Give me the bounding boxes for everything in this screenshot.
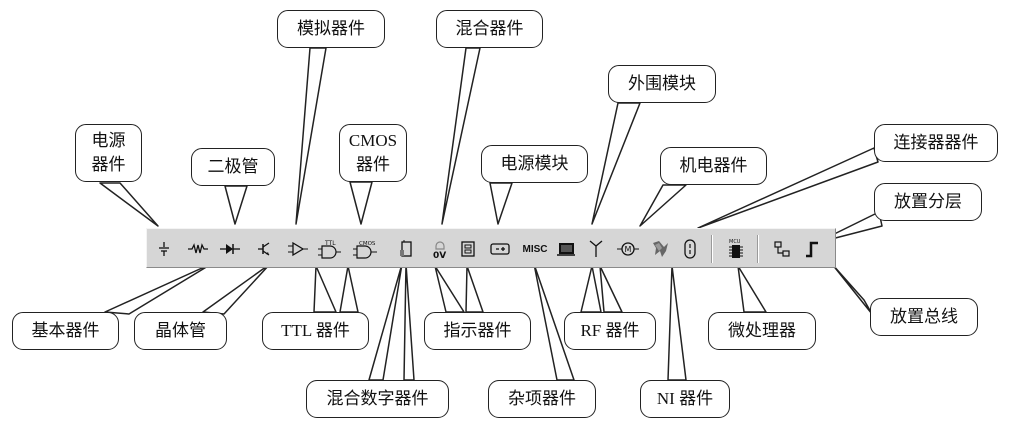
label-bus: 放置总线 bbox=[870, 298, 978, 336]
ni-button[interactable] bbox=[647, 235, 673, 263]
pointer-rf-2 bbox=[599, 265, 623, 313]
indicator-button[interactable] bbox=[455, 235, 481, 263]
label-power-module: 电源模块 bbox=[481, 145, 588, 183]
cmos-button[interactable]: CMOS bbox=[353, 235, 379, 263]
ni-logo-icon bbox=[653, 241, 668, 257]
label-cmos-line2: 器件 bbox=[356, 155, 390, 175]
bus-icon bbox=[806, 241, 818, 258]
peripheral-button[interactable] bbox=[553, 235, 579, 263]
label-microprocessor: 微处理器 bbox=[708, 312, 816, 350]
svg-text:CMOS: CMOS bbox=[359, 241, 376, 247]
mixed-icon: 0V bbox=[433, 241, 446, 259]
label-cmos-line1: CMOS bbox=[348, 131, 398, 150]
place-hierarchy-button[interactable] bbox=[769, 235, 795, 263]
label-rf: RF 器件 bbox=[564, 312, 656, 350]
mixed-button[interactable]: 0V bbox=[427, 235, 453, 263]
misc-button[interactable]: MISC bbox=[519, 235, 551, 263]
power-module-button[interactable] bbox=[487, 235, 513, 263]
label-diode: 二极管 bbox=[191, 148, 275, 186]
pointer-rf bbox=[580, 265, 602, 313]
mixed-digital-icon bbox=[400, 240, 412, 257]
pointer-power-module bbox=[489, 182, 513, 225]
source-icon bbox=[159, 242, 169, 256]
monitor-icon bbox=[557, 243, 575, 256]
label-indicator: 指示器件 bbox=[424, 312, 531, 350]
pointer-indicator bbox=[434, 265, 465, 313]
motor-icon: M bbox=[617, 242, 639, 256]
basic-components-button[interactable] bbox=[185, 235, 211, 263]
diode-button[interactable] bbox=[217, 235, 243, 263]
place-bus-button[interactable] bbox=[799, 235, 825, 263]
indicator-icon bbox=[461, 241, 475, 257]
power-module-icon bbox=[490, 243, 510, 255]
pointer-bus bbox=[831, 263, 873, 315]
microprocessor-button[interactable]: MCU bbox=[723, 235, 749, 263]
transistor-icon bbox=[258, 242, 270, 256]
svg-text:TTL: TTL bbox=[324, 240, 336, 247]
pointer-mixed-digital-2 bbox=[403, 263, 415, 381]
label-source-line1: 电源 bbox=[91, 131, 126, 151]
analog-icon bbox=[288, 241, 308, 257]
mixed-digital-button[interactable] bbox=[393, 235, 419, 263]
ttl-button[interactable]: TTL bbox=[317, 235, 343, 263]
pointer-basic bbox=[104, 262, 214, 315]
label-misc: 杂项器件 bbox=[488, 380, 596, 418]
label-electromechanical: 机电器件 bbox=[660, 147, 767, 185]
transistor-button[interactable] bbox=[251, 235, 277, 263]
electromechanical-button[interactable]: M bbox=[615, 235, 641, 263]
svg-text:0V: 0V bbox=[433, 251, 446, 259]
resistor-icon bbox=[188, 243, 208, 254]
pointer-ni bbox=[667, 265, 687, 381]
pointer-transistor bbox=[202, 263, 271, 315]
pointer-diode bbox=[224, 185, 248, 225]
cmos-icon: CMOS bbox=[353, 241, 377, 259]
antenna-icon bbox=[589, 240, 603, 257]
connector-icon bbox=[684, 239, 696, 259]
connector-button[interactable] bbox=[677, 235, 703, 263]
toolbar-separator bbox=[757, 235, 759, 263]
pointer-indicator-2 bbox=[465, 265, 484, 313]
pointer-peripheral bbox=[591, 102, 641, 225]
pointer-electromechanical bbox=[639, 184, 687, 227]
pointer-ttl bbox=[313, 265, 337, 313]
ttl-icon: TTL bbox=[318, 240, 341, 259]
pointer-mixed-digital bbox=[368, 263, 403, 381]
label-mixed-digital: 混合数字器件 bbox=[306, 380, 449, 418]
label-ni: NI 器件 bbox=[640, 380, 730, 418]
label-peripheral: 外围模块 bbox=[608, 65, 716, 103]
hierarchy-icon bbox=[774, 241, 790, 257]
pointer-mixed bbox=[441, 47, 481, 225]
label-basic-components: 基本器件 bbox=[12, 312, 119, 350]
chip-icon: MCU bbox=[729, 239, 743, 258]
label-source-line2: 器件 bbox=[91, 155, 126, 175]
pointer-microprocessor bbox=[737, 265, 767, 313]
rf-button[interactable] bbox=[583, 235, 609, 263]
diode-icon bbox=[220, 244, 240, 254]
label-ttl: TTL 器件 bbox=[262, 312, 369, 350]
pointer-cmos bbox=[349, 181, 373, 225]
label-transistor: 晶体管 bbox=[134, 312, 227, 350]
svg-text:MCU: MCU bbox=[729, 239, 741, 245]
pointer-analog bbox=[295, 47, 327, 225]
source-components-button[interactable] bbox=[151, 235, 177, 263]
label-source-components: 电源 器件 bbox=[75, 124, 142, 182]
label-mixed: 混合器件 bbox=[436, 10, 543, 48]
toolbar-separator bbox=[711, 235, 713, 263]
pointer-ttl-2 bbox=[339, 265, 359, 313]
svg-text:M: M bbox=[625, 245, 632, 254]
label-analog: 模拟器件 bbox=[277, 10, 385, 48]
component-toolbar: TTL CMOS 0V MISC M MCU bbox=[146, 228, 836, 268]
pointer-source bbox=[99, 182, 159, 227]
label-hierarchy: 放置分层 bbox=[874, 183, 982, 221]
misc-icon: MISC bbox=[522, 243, 548, 255]
label-connector: 连接器器件 bbox=[874, 124, 998, 162]
analog-button[interactable] bbox=[285, 235, 311, 263]
label-cmos: CMOS 器件 bbox=[339, 124, 407, 182]
